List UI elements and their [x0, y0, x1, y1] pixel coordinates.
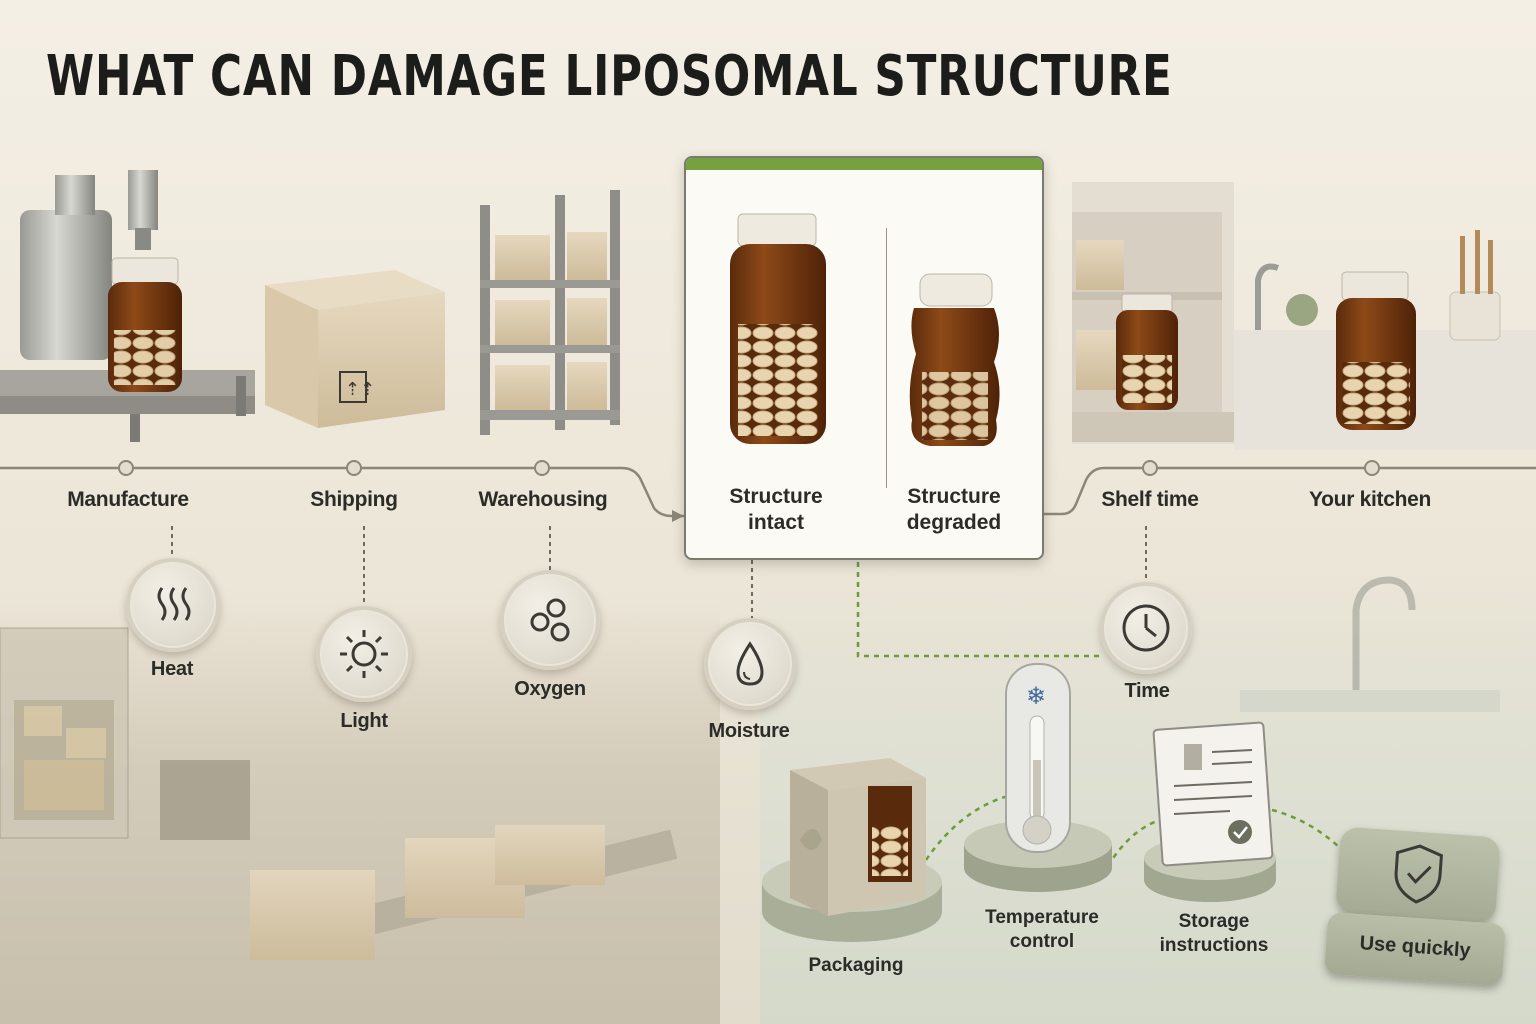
green-connector-time — [856, 562, 1100, 658]
svg-text:⇡⇡: ⇡⇡ — [345, 379, 375, 399]
sun-icon — [340, 630, 388, 678]
amber-bottle-manufacture — [108, 257, 182, 392]
label-structure-intact: Structure intact — [729, 485, 823, 534]
light-badge — [316, 606, 412, 702]
shield-plate — [1335, 826, 1501, 924]
label-structure-degraded: Structure degraded — [906, 485, 1002, 534]
manufacture-machine-illustration — [0, 170, 255, 442]
truck-and-conveyor-illustration — [0, 627, 678, 961]
heat-waves-icon — [157, 587, 191, 621]
protection-label-packaging: Packaging — [808, 955, 904, 976]
stage-label-warehousing: Warehousing — [478, 488, 608, 511]
stage-label-your-kitchen: Your kitchen — [1308, 488, 1432, 511]
thermometer-snowflake-icon: ❄ — [1005, 663, 1071, 853]
checklist-icon — [1152, 721, 1274, 867]
protection-label-use-quickly: Use quickly — [1358, 932, 1472, 962]
amber-bottle-kitchen — [1336, 271, 1416, 430]
bottle-degraded-icon — [909, 273, 1000, 446]
timeline-line-right — [1040, 466, 1536, 516]
stage-label-shelf-time: Shelf time — [1101, 488, 1199, 511]
green-connector-packaging-temperature — [924, 794, 1009, 861]
box-leaf-icon — [790, 758, 926, 916]
timeline-node-shipping — [346, 460, 362, 476]
protection-label-storage-instructions: Storage instructions — [1159, 911, 1269, 956]
page-title: WHAT CAN DAMAGE LIPOSOMAL STRUCTURE — [46, 44, 1173, 109]
factor-label-moisture: Moisture — [708, 720, 790, 742]
protection-label-temperature-control: Temperature control — [985, 907, 1099, 952]
timeline-node-manufacture — [118, 460, 134, 476]
factor-label-time: Time — [1124, 680, 1170, 702]
water-drop-icon — [736, 641, 764, 686]
card-divider — [886, 228, 887, 488]
factor-label-light: Light — [340, 710, 388, 732]
timeline-arrow — [672, 510, 684, 522]
shipping-box-illustration: ⇡⇡ — [265, 270, 445, 428]
green-connector-temperature-storage — [1106, 818, 1161, 867]
use-quickly-plate: Use quickly — [1324, 911, 1506, 987]
timeline-line-left — [0, 466, 684, 518]
oxygen-badge — [500, 570, 600, 670]
shield-check-icon — [1394, 844, 1443, 904]
kitchen-faucet-background — [1240, 576, 1500, 712]
timeline-node-your-kitchen — [1364, 460, 1380, 476]
timeline-node-warehousing — [534, 460, 550, 476]
svg-text:❄: ❄ — [1026, 683, 1046, 710]
green-connector-storage-use — [1271, 808, 1341, 849]
moisture-badge — [704, 618, 796, 710]
card-accent-bar — [686, 158, 1042, 170]
bottle-intact-icon — [730, 213, 826, 444]
timeline-node-shelf-time — [1142, 460, 1158, 476]
structure-comparison-card: Structure intact Structure degraded — [684, 156, 1044, 560]
warehouse-shelf-illustration — [480, 190, 620, 435]
clock-icon — [1122, 604, 1170, 652]
heat-badge — [126, 558, 220, 652]
bottle-comparison-illustration — [730, 213, 1000, 446]
stage-label-manufacture: Manufacture — [67, 488, 189, 511]
bubbles-icon — [530, 598, 570, 642]
time-badge — [1100, 582, 1192, 674]
amber-bottle-shelf — [1116, 293, 1178, 410]
factor-label-heat: Heat — [150, 658, 194, 680]
stage-label-shipping: Shipping — [310, 488, 398, 511]
factor-label-oxygen: Oxygen — [514, 678, 586, 700]
